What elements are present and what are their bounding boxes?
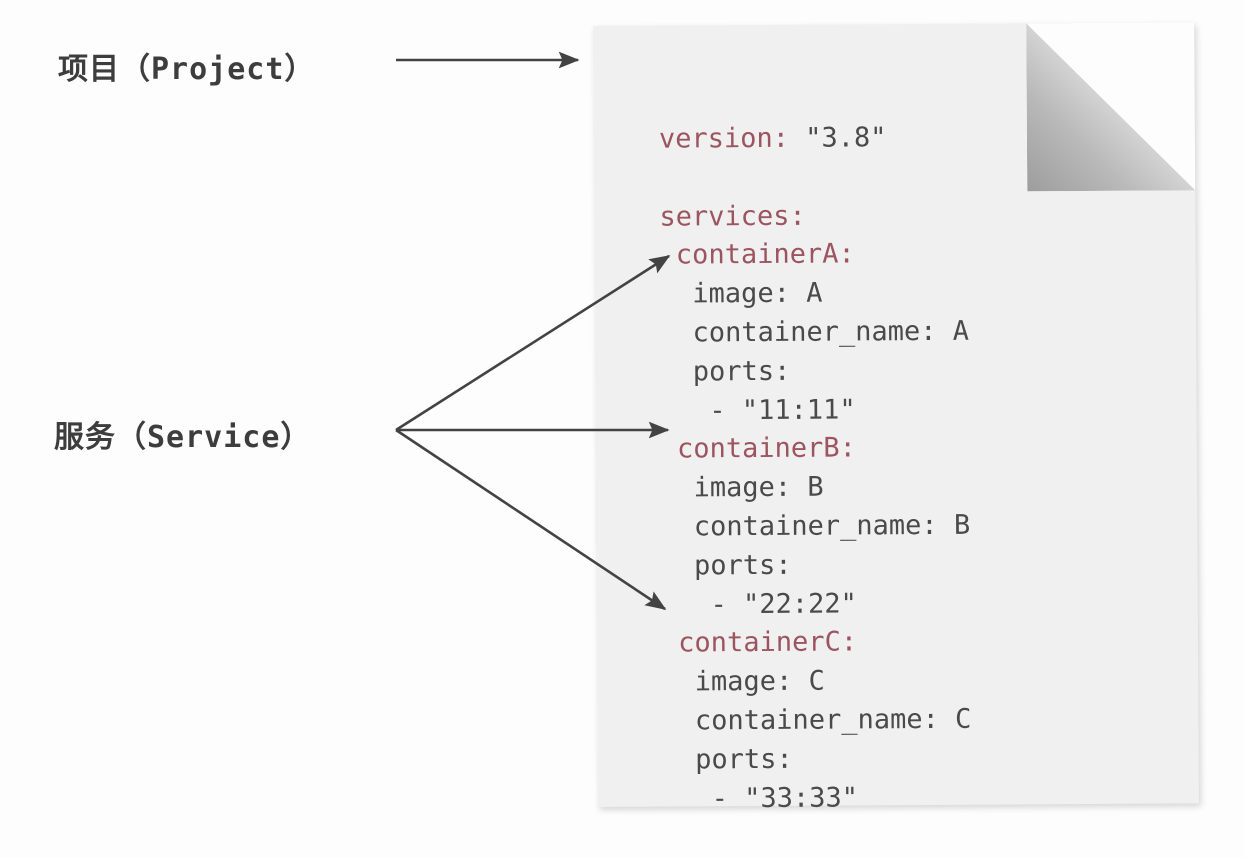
yaml-line-containerB-ports-item: - "22:22"	[662, 584, 971, 625]
compose-file-paper: version: "3.8" services:containerA:image…	[593, 22, 1199, 814]
yaml-key-image-a: image:	[692, 278, 791, 310]
yaml-value-ports-item-c: - "33:33"	[711, 781, 859, 814]
yaml-line-containerA-ports-item: - "11:11"	[660, 390, 969, 431]
yaml-key-ports-a: ports:	[692, 355, 791, 388]
yaml-value-ports-item-b: - "22:22"	[710, 587, 857, 620]
yaml-line-version: version: "3.8"	[659, 119, 968, 160]
yaml-value-container-name-b: B	[953, 509, 971, 541]
yaml-value-image-c: C	[808, 665, 825, 697]
yaml-line-containerB-image: image: B	[661, 468, 970, 509]
yaml-key-container-name-c: container_name:	[694, 703, 939, 737]
label-service: 服务（Service）	[54, 420, 312, 455]
yaml-key-ports-c: ports:	[695, 743, 793, 776]
yaml-line-containerA-image: image: A	[660, 274, 969, 315]
yaml-value-container-name-a: A	[952, 315, 970, 347]
yaml-key-container-name-a: container_name:	[692, 315, 937, 349]
yaml-line-containerA: containerA:	[660, 235, 969, 276]
yaml-key-image-c: image:	[694, 665, 793, 698]
yaml-code-block: version: "3.8" services:containerA:image…	[659, 119, 972, 819]
yaml-line-containerB-container-name: container_name: B	[661, 507, 971, 548]
yaml-key-services: services:	[659, 200, 806, 233]
yaml-key-image-b: image:	[693, 471, 792, 504]
yaml-line-containerA-ports: ports:	[660, 352, 969, 393]
yaml-key-containerB: containerB:	[676, 432, 856, 465]
yaml-line-containerC-image: image: C	[662, 662, 971, 703]
yaml-line-containerA-container-name: container_name: A	[660, 313, 970, 354]
yaml-line-containerC-container-name: container_name: C	[662, 701, 972, 742]
yaml-line-containerB: containerB:	[661, 429, 970, 470]
yaml-key-ports-b: ports:	[693, 549, 792, 582]
yaml-key-containerC: containerC:	[678, 626, 858, 659]
yaml-line-containerC-ports: ports:	[663, 739, 972, 780]
yaml-value-container-name-c: C	[954, 703, 972, 735]
yaml-line-containerC-ports-item: - "33:33"	[663, 778, 972, 819]
yaml-line-containerB-ports: ports:	[661, 545, 970, 586]
yaml-value-image-b: B	[807, 471, 824, 503]
yaml-key-version: version:	[658, 122, 790, 155]
yaml-line-blank	[659, 158, 968, 199]
yaml-line-containerC: containerC:	[662, 623, 971, 664]
yaml-key-container-name-b: container_name:	[693, 509, 938, 543]
yaml-value-ports-item-a: - "11:11"	[709, 393, 856, 426]
yaml-value-image-a: A	[806, 277, 823, 309]
yaml-value-version: "3.8"	[805, 122, 887, 154]
label-project: 项目（Project）	[58, 52, 316, 87]
yaml-key-containerA: containerA:	[675, 238, 855, 271]
yaml-line-services: services:	[659, 196, 968, 237]
